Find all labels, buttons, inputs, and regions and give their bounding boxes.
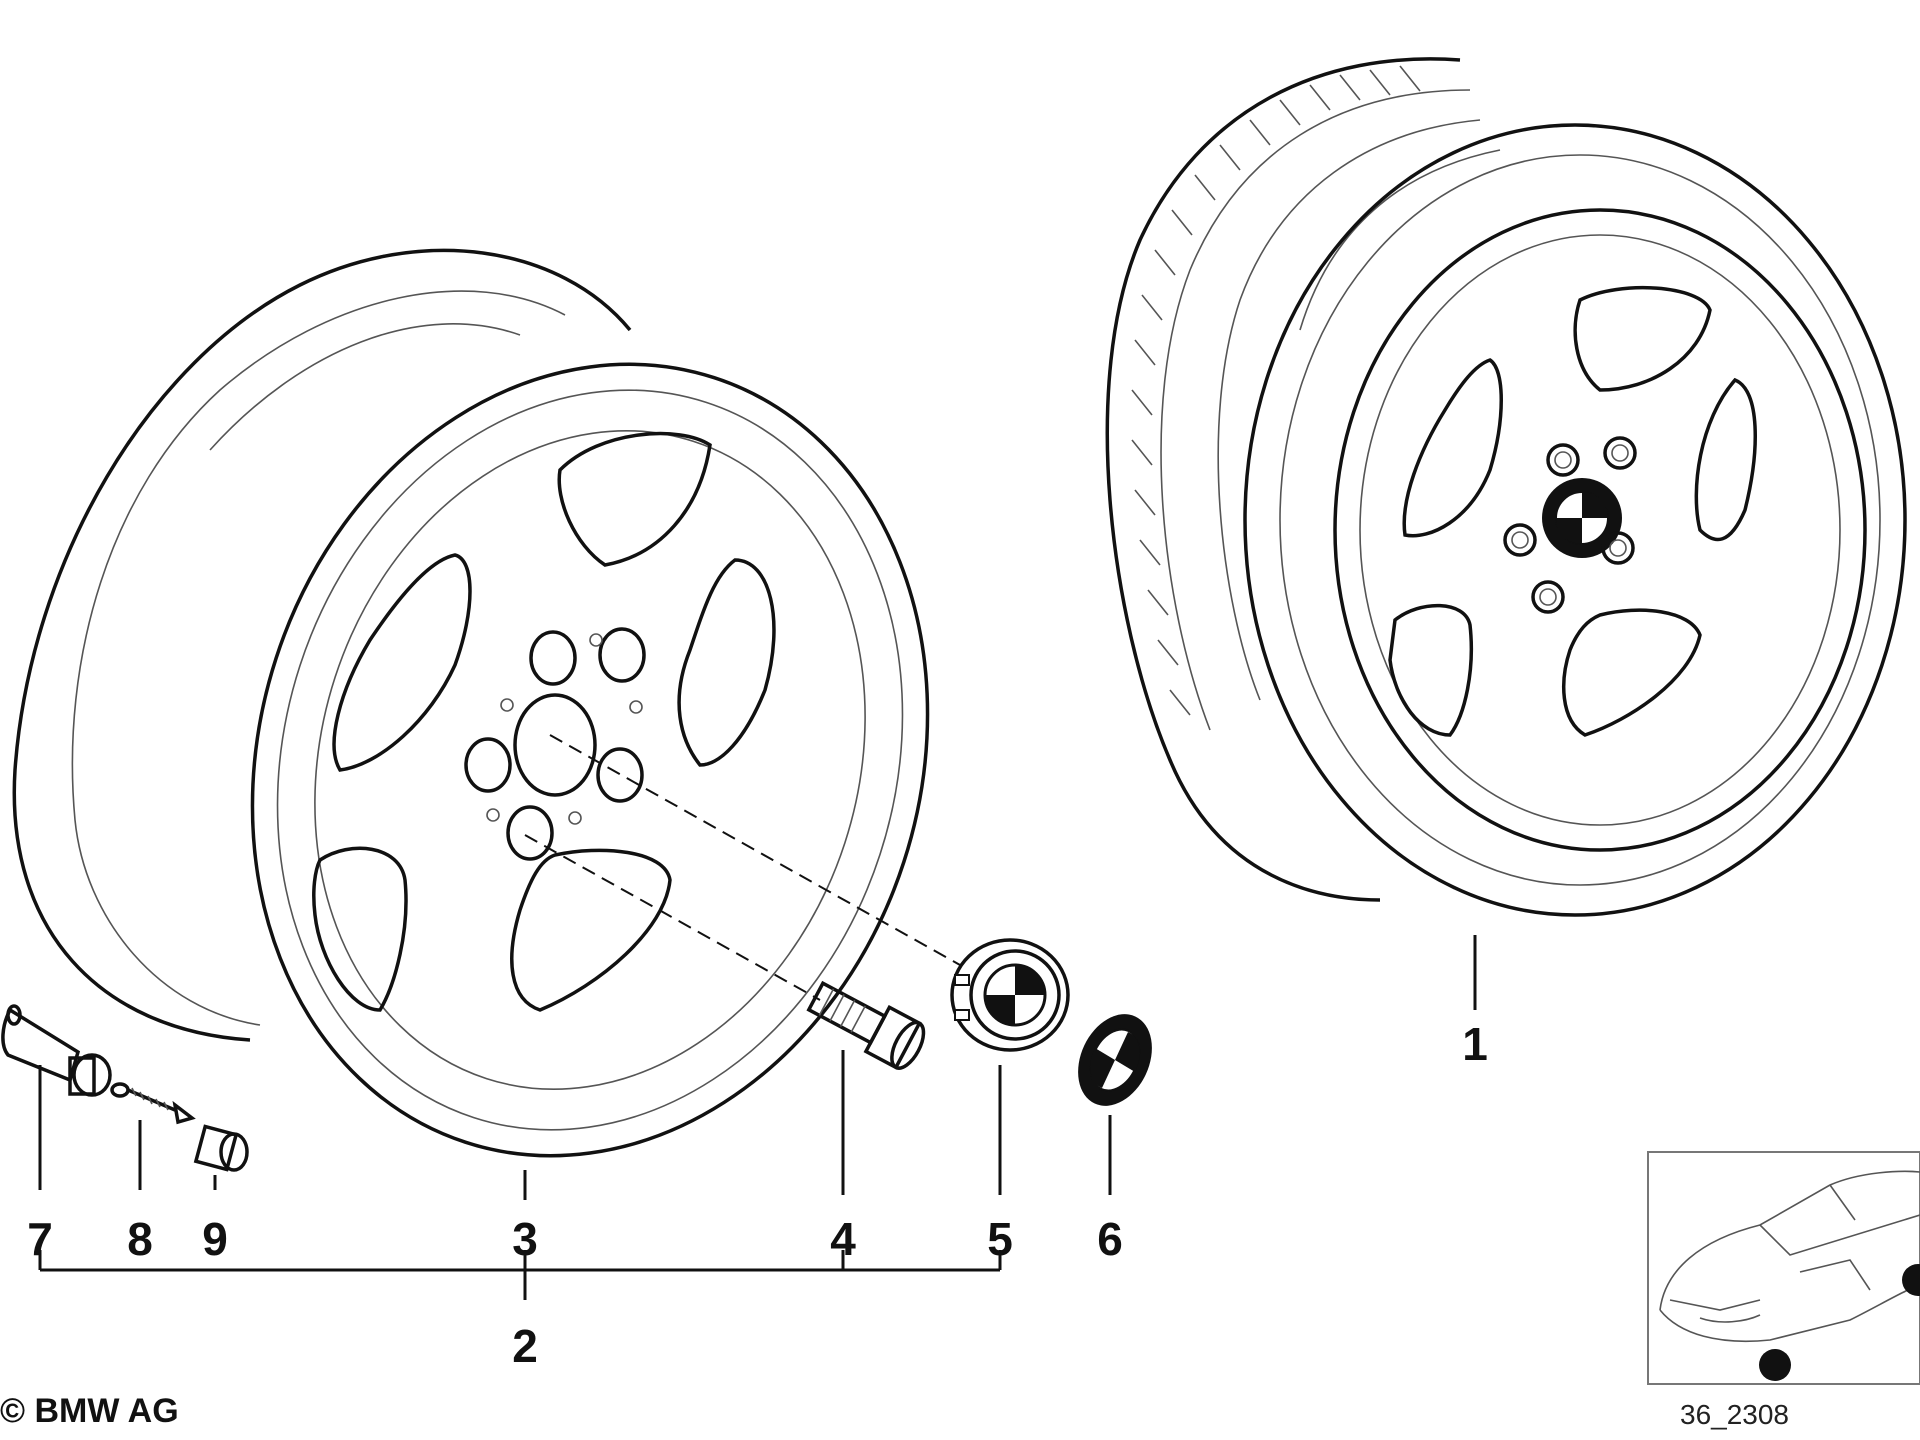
wheel-opening (1694, 377, 1757, 542)
rim-front-edge (250, 362, 930, 1158)
wheel-opening (1388, 603, 1474, 737)
tyre-tread-pattern (1131, 65, 1421, 716)
callout-5: 5 (987, 1213, 1013, 1265)
rim-lip (276, 389, 904, 1131)
spoke-opening-lower-right (510, 848, 672, 1012)
rim-barrel-inner (71, 290, 566, 1026)
valve-part-7[interactable] (1, 1004, 112, 1097)
bolt-hole (596, 747, 644, 803)
car-outline (1659, 1170, 1920, 1343)
tyre-tread-line (1299, 149, 1501, 331)
rim-barrel-bead (209, 323, 521, 451)
bolt-hole (464, 737, 512, 793)
rim-barrel-outline (12, 248, 632, 1042)
pitch-hole (486, 808, 500, 822)
callout-4: 4 (830, 1213, 856, 1265)
pitch-hole (500, 698, 514, 712)
hub-cap-ring (950, 938, 1070, 1052)
rim-part-3[interactable] (12, 248, 1028, 1244)
valve-cap-part-9[interactable] (193, 1124, 249, 1172)
callout-9: 9 (202, 1213, 228, 1265)
spoke-opening-lower-left (312, 846, 408, 1012)
wheel-bolt-part-4[interactable] (804, 974, 930, 1073)
callout-6: 6 (1097, 1213, 1123, 1265)
wheel-rim-edge (1333, 208, 1867, 852)
spoke-opening-left (332, 553, 472, 772)
rim-well (314, 430, 866, 1090)
leader-lines (38, 935, 1477, 1300)
tyre-tread-line (1160, 89, 1471, 731)
wheel-position-marker (1902, 1264, 1920, 1296)
callout-7: 7 (27, 1213, 53, 1265)
valve-insert-part-8[interactable] (110, 1082, 196, 1125)
spoke-opening-top (557, 431, 712, 567)
pitch-hole (589, 633, 603, 647)
callout-3: 3 (512, 1213, 538, 1265)
car-location-thumbnail (1647, 1151, 1920, 1385)
pitch-hole (568, 811, 582, 825)
bolt-hole (598, 627, 646, 683)
pitch-hole (629, 700, 643, 714)
thumbnail-frame (1647, 1151, 1920, 1385)
callout-2: 2 (512, 1320, 538, 1372)
assembly-line-bolt (524, 834, 821, 1001)
wheel-opening (1402, 358, 1503, 538)
rim-center-bore (513, 693, 597, 797)
assembly-line-hubcap (549, 734, 961, 966)
hub-cap-face (969, 949, 1061, 1041)
wheel-bolts (1503, 436, 1637, 614)
wheel-position-marker (1759, 1349, 1791, 1381)
wheel-opening (1562, 608, 1702, 737)
complete-wheel-part-1[interactable] (1105, 57, 1907, 917)
emblem-part-6[interactable] (1064, 1002, 1166, 1118)
tyre-tread-line (1217, 119, 1481, 701)
tyre-tread-outline (1105, 57, 1461, 902)
hub-cap-part-5[interactable] (950, 938, 1070, 1052)
bolt-hole (529, 630, 577, 686)
spoke-opening-right (677, 558, 776, 767)
tyre-sidewall (1243, 123, 1907, 917)
callout-8: 8 (127, 1213, 153, 1265)
wheel-opening (1573, 285, 1712, 392)
bolt-hole (506, 805, 554, 861)
callout-1: 1 (1462, 1018, 1488, 1070)
diagram-id: 36_2308 (1680, 1399, 1789, 1430)
bolt-head (863, 1004, 922, 1070)
copyright-label: © BMW AG (0, 1392, 179, 1430)
